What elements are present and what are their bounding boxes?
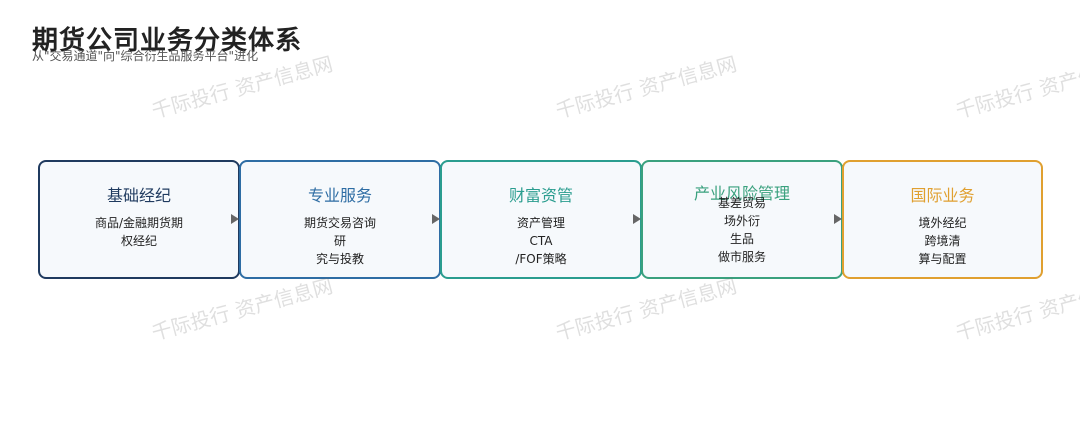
- flow-box-title: 国际业务: [910, 186, 975, 205]
- flow-arrow-icon: [834, 214, 842, 224]
- flow-box-line: 权经纪: [120, 234, 157, 248]
- flow-box-line: 商品/金融期货期: [94, 216, 184, 230]
- flow-box-line: 究与投教: [315, 252, 364, 266]
- watermark: 千际投行 资产信息网: [953, 51, 1080, 124]
- flow-box-title: 财富资管: [508, 186, 573, 205]
- flow-arrow-icon: [432, 214, 440, 224]
- flow-box-brokerage: 基础经纪 商品/金融期货期 权经纪: [38, 160, 240, 279]
- flow-box-line: 生品: [729, 232, 754, 246]
- flow-box-line: 做市服务: [717, 250, 766, 264]
- flow-box-line: 资产管理: [516, 216, 565, 230]
- page-subtitle: 从"交易通道"向"综合衍生品服务平台"进化: [32, 49, 259, 63]
- flow-box-line: 研: [333, 234, 346, 248]
- flow-box-risk-management: 产业风险管理 基差贸易 场外衍 生品 做市服务: [641, 160, 843, 279]
- flow-box-professional: 专业服务 期货交易咨询 研 究与投教: [239, 160, 441, 279]
- flow-box-international: 国际业务 境外经纪 跨境清 算与配置: [842, 160, 1043, 279]
- flow-box-wealth: 财富资管 资产管理 CTA /FOF策略: [440, 160, 642, 279]
- flow-arrow-icon: [633, 214, 641, 224]
- page-title: 期货公司业务分类体系: [32, 26, 303, 56]
- flow-box-line: 跨境清: [924, 234, 961, 248]
- flow-box-line: 境外经纪: [918, 216, 967, 230]
- flow-box-line: 算与配置: [918, 252, 967, 266]
- watermark: 千际投行 资产信息网: [553, 51, 740, 124]
- flow-box-title: 基础经纪: [106, 186, 171, 205]
- watermark: 千际投行 资产信息网: [553, 273, 740, 346]
- flow-box-title: 产业风险管理: [693, 184, 790, 203]
- watermark: 千际投行 资产信息网: [149, 273, 336, 346]
- flow-box-line: 期货交易咨询: [303, 216, 376, 230]
- watermark: 千际投行 资产信息网: [953, 273, 1080, 346]
- flow-box-line: CTA: [529, 234, 553, 248]
- flow-arrow-icon: [231, 214, 239, 224]
- flow-box-title: 专业服务: [307, 186, 372, 205]
- flow-box-line: 场外衍: [723, 214, 760, 228]
- flow-box-line: /FOF策略: [515, 252, 567, 266]
- flow-box-line: 基差贸易: [717, 196, 766, 210]
